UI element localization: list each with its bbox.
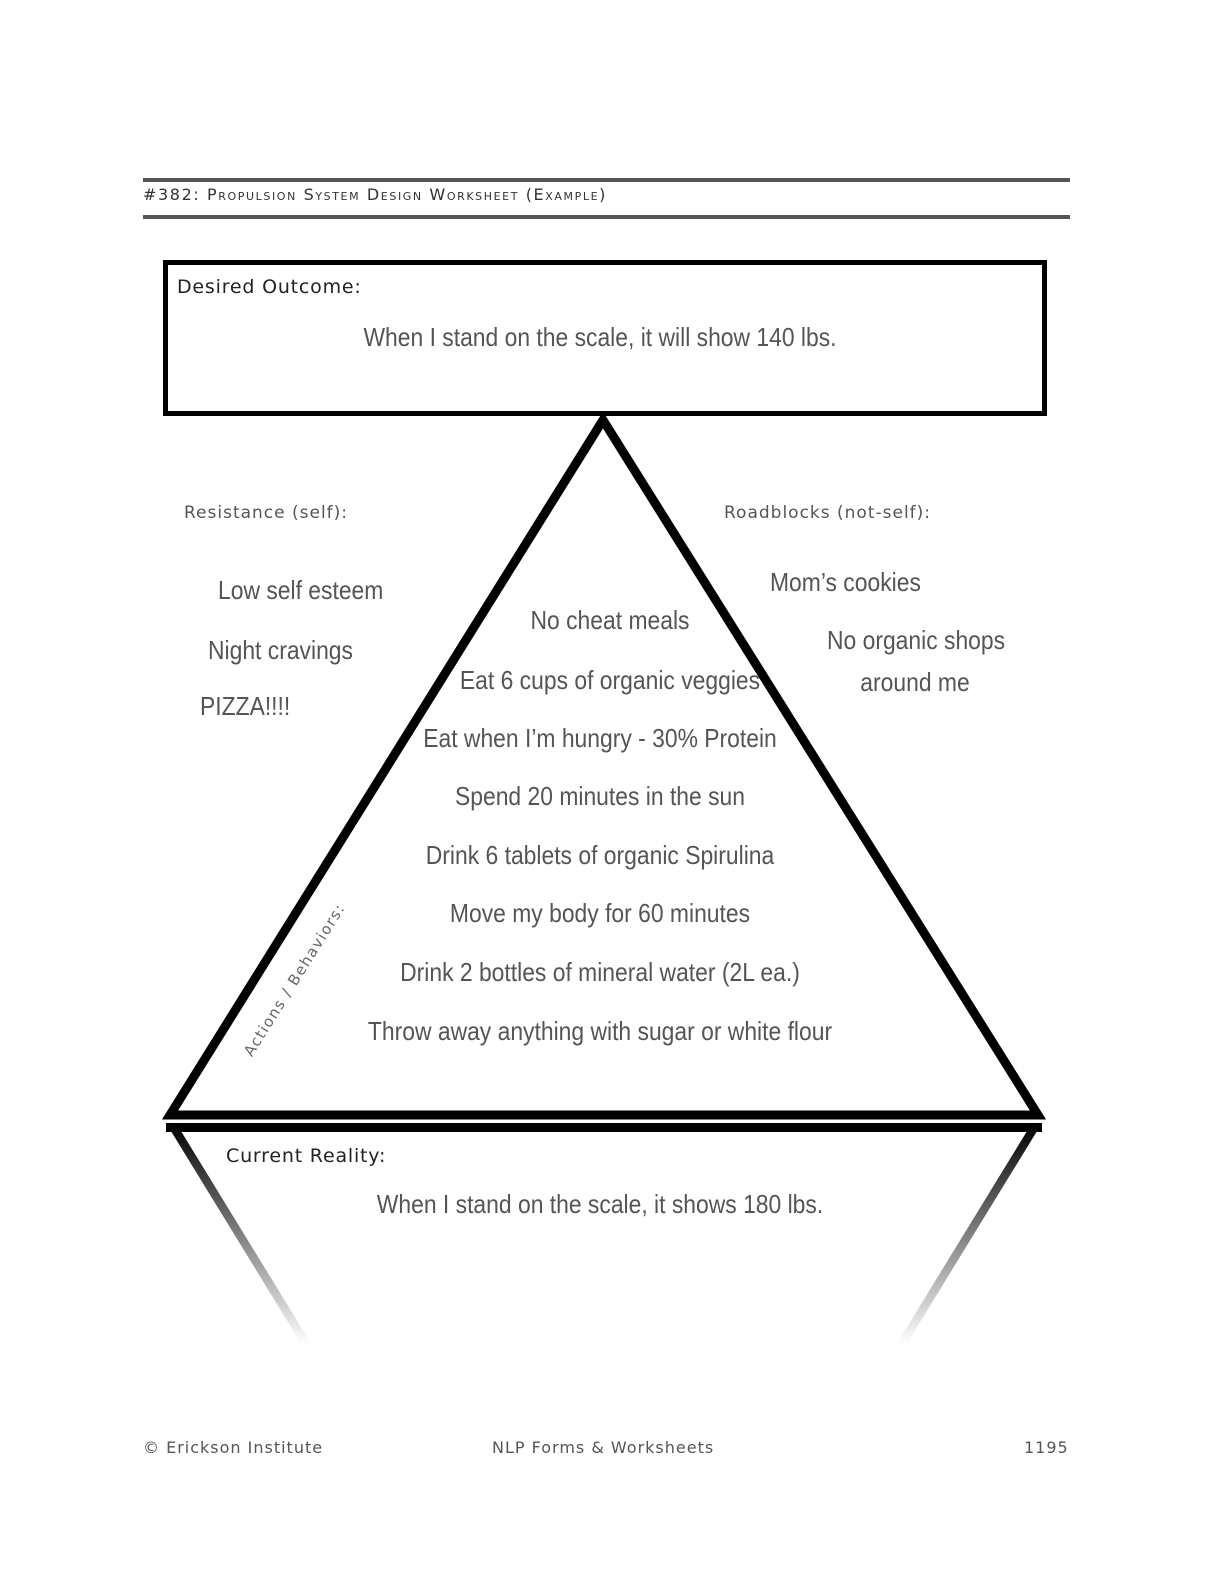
action-item: Throw away anything with sugar or white … [367, 1016, 833, 1046]
action-item: Eat when I’m hungry - 30% Protein [423, 723, 777, 753]
footer-publication: NLP Forms & Worksheets [492, 1438, 715, 1457]
resistance-item: PIZZA!!!! [200, 691, 291, 721]
page-title: #382: Propulsion System Design Worksheet… [143, 185, 607, 204]
action-item: Drink 6 tablets of organic Spirulina [425, 840, 775, 870]
current-reality-value: When I stand on the scale, it shows 180 … [376, 1189, 824, 1219]
roadblock-item: Mom’s cookies [770, 567, 921, 597]
header-rule-top [143, 178, 1070, 182]
resistance-item: Night cravings [208, 635, 353, 665]
footer-page-number: 1195 [1024, 1438, 1069, 1457]
action-item: Move my body for 60 minutes [449, 898, 751, 928]
roadblock-item: No organic shops [827, 625, 1006, 655]
action-item: No cheat meals [530, 605, 690, 635]
resistance-item: Low self esteem [218, 575, 384, 605]
roadblock-item: around me [860, 667, 970, 697]
action-item: Spend 20 minutes in the sun [454, 781, 746, 811]
header-rule-bottom [143, 215, 1070, 219]
action-item: Drink 2 bottles of mineral water (2L ea.… [400, 957, 800, 987]
desired-outcome-label: Desired Outcome: [177, 276, 362, 298]
footer-copyright: © Erickson Institute [143, 1438, 324, 1457]
action-item: Eat 6 cups of organic veggies [459, 665, 761, 695]
resistance-label: Resistance (self): [184, 503, 349, 523]
current-reality-label: Current Reality: [226, 1145, 387, 1167]
desired-outcome-box [163, 260, 1047, 416]
roadblocks-label: Roadblocks (not-self): [724, 503, 932, 523]
desired-outcome-value: When I stand on the scale, it will show … [363, 322, 837, 352]
